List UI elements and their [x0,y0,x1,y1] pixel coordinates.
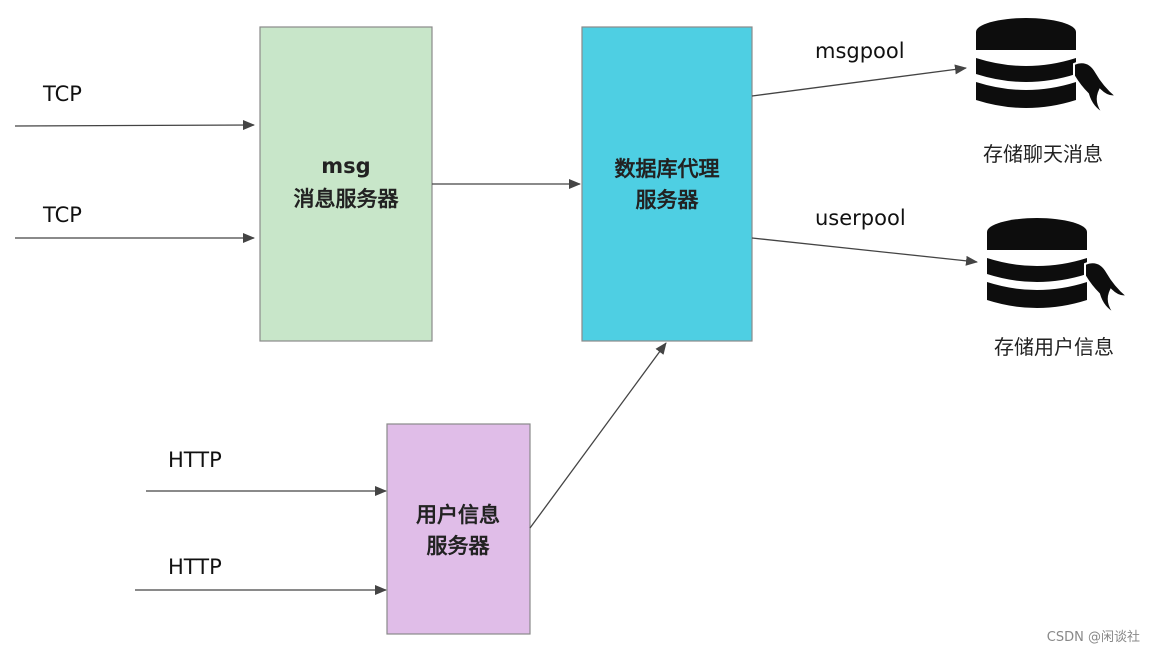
msgpool-label: msgpool [815,39,905,63]
tcp-arrow-1 [14,120,255,131]
msgpool-arrow [751,64,967,97]
user-to-proxy-arrow [529,342,667,529]
db-proxy-label-line2: 服务器 [636,188,700,212]
watermark: CSDN @闲谈社 [1047,629,1140,645]
msg-server-label-line1: msg [321,154,370,178]
tcp-label-1: TCP [42,82,82,106]
user-info-server-box [386,423,531,635]
msg-server-label-line2: 消息服务器 [294,187,400,211]
mysql-database-icon [976,18,1119,115]
userpool-label: userpool [815,206,906,230]
user-info-server-label-line2: 服务器 [427,534,491,558]
msg-server-box [259,26,433,342]
http-label-2: HTTP [168,555,222,579]
tcp-label-2: TCP [42,203,82,227]
user-db-caption: 存储用户信息 [994,335,1114,359]
userpool-arrow [751,237,978,266]
user-info-server-label-line1: 用户信息 [416,503,500,527]
chat-db-caption: 存储聊天消息 [983,142,1103,166]
http-label-1: HTTP [168,448,222,472]
mysql-database-icon [987,218,1130,315]
db-proxy-label-line1: 数据库代理 [615,157,720,181]
db-proxy-box [581,26,753,342]
